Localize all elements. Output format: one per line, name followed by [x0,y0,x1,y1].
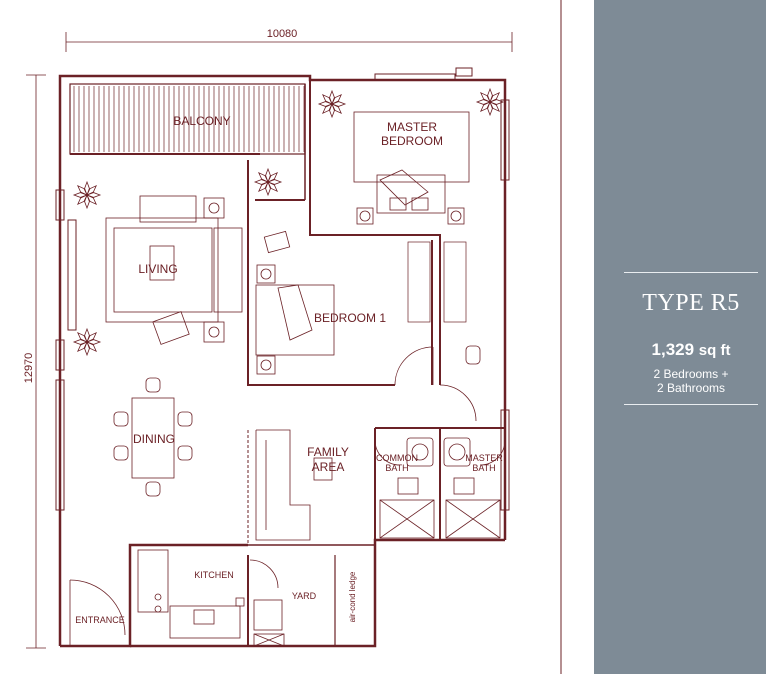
balcony [69,83,306,200]
bathrooms-count: 2 Bathrooms [656,381,726,395]
unit-rooms: 2 Bedrooms + 2 Bathrooms [624,367,758,395]
panel-rule-bottom [624,404,758,405]
dimension-width-label: 10080 [267,28,298,40]
kitchen-label: KITCHEN [194,570,234,580]
aircond-ledge-label: air-cond ledge [348,571,357,622]
bedroom1-label: BEDROOM 1 [314,311,386,325]
master-bedroom-label-1: MASTER [387,120,437,134]
plant-icon [317,89,347,119]
kitchen-fixtures [137,549,245,639]
common-bath-label-2: BATH [385,463,408,473]
outer-walls [58,74,507,648]
living-furniture [105,195,243,345]
unit-area: 1,329 sq ft [624,340,758,360]
panel-rule-top [624,272,758,273]
bedrooms-count: 2 Bedrooms + [653,367,729,381]
bathroom-fixtures [379,345,501,539]
master-bath-label-2: BATH [472,463,495,473]
plant-icon [475,87,505,117]
family-label-2: AREA [312,460,345,474]
common-bath-label-1: COMMON [376,453,418,463]
dimension-height [26,74,46,649]
dimension-width [65,32,513,52]
family-furniture [255,429,333,541]
area-unit: sq ft [698,342,731,359]
master-bedroom-label-2: BEDROOM [381,134,443,148]
bedroom1-furniture [255,230,335,375]
plants [72,87,505,357]
plant-icon [253,167,283,197]
living-label: LIVING [138,262,177,276]
doors [69,346,506,645]
entrance-label: ENTRANCE [75,615,125,625]
type-info-panel: TYPE R5 1,329 sq ft 2 Bedrooms + 2 Bathr… [594,0,766,674]
dimension-height-label: 12970 [23,353,35,384]
balcony-label: BALCONY [173,114,230,128]
area-value: 1,329 [651,340,699,359]
plant-icon [72,180,102,210]
wardrobe [407,241,467,323]
yard-fixtures [253,599,285,647]
windows [55,67,510,511]
dining-label: DINING [133,432,175,446]
plant-icon [72,327,102,357]
yard-label: YARD [292,591,317,601]
family-label-1: FAMILY [307,445,349,459]
master-bath-label-1: MASTER [465,453,503,463]
dining-furniture [113,377,193,497]
unit-type-title: TYPE R5 [642,290,740,316]
internal-walls [129,80,505,646]
master-bedroom [353,111,470,225]
floor-plan: 10080 12970 BALCONY [23,0,562,674]
